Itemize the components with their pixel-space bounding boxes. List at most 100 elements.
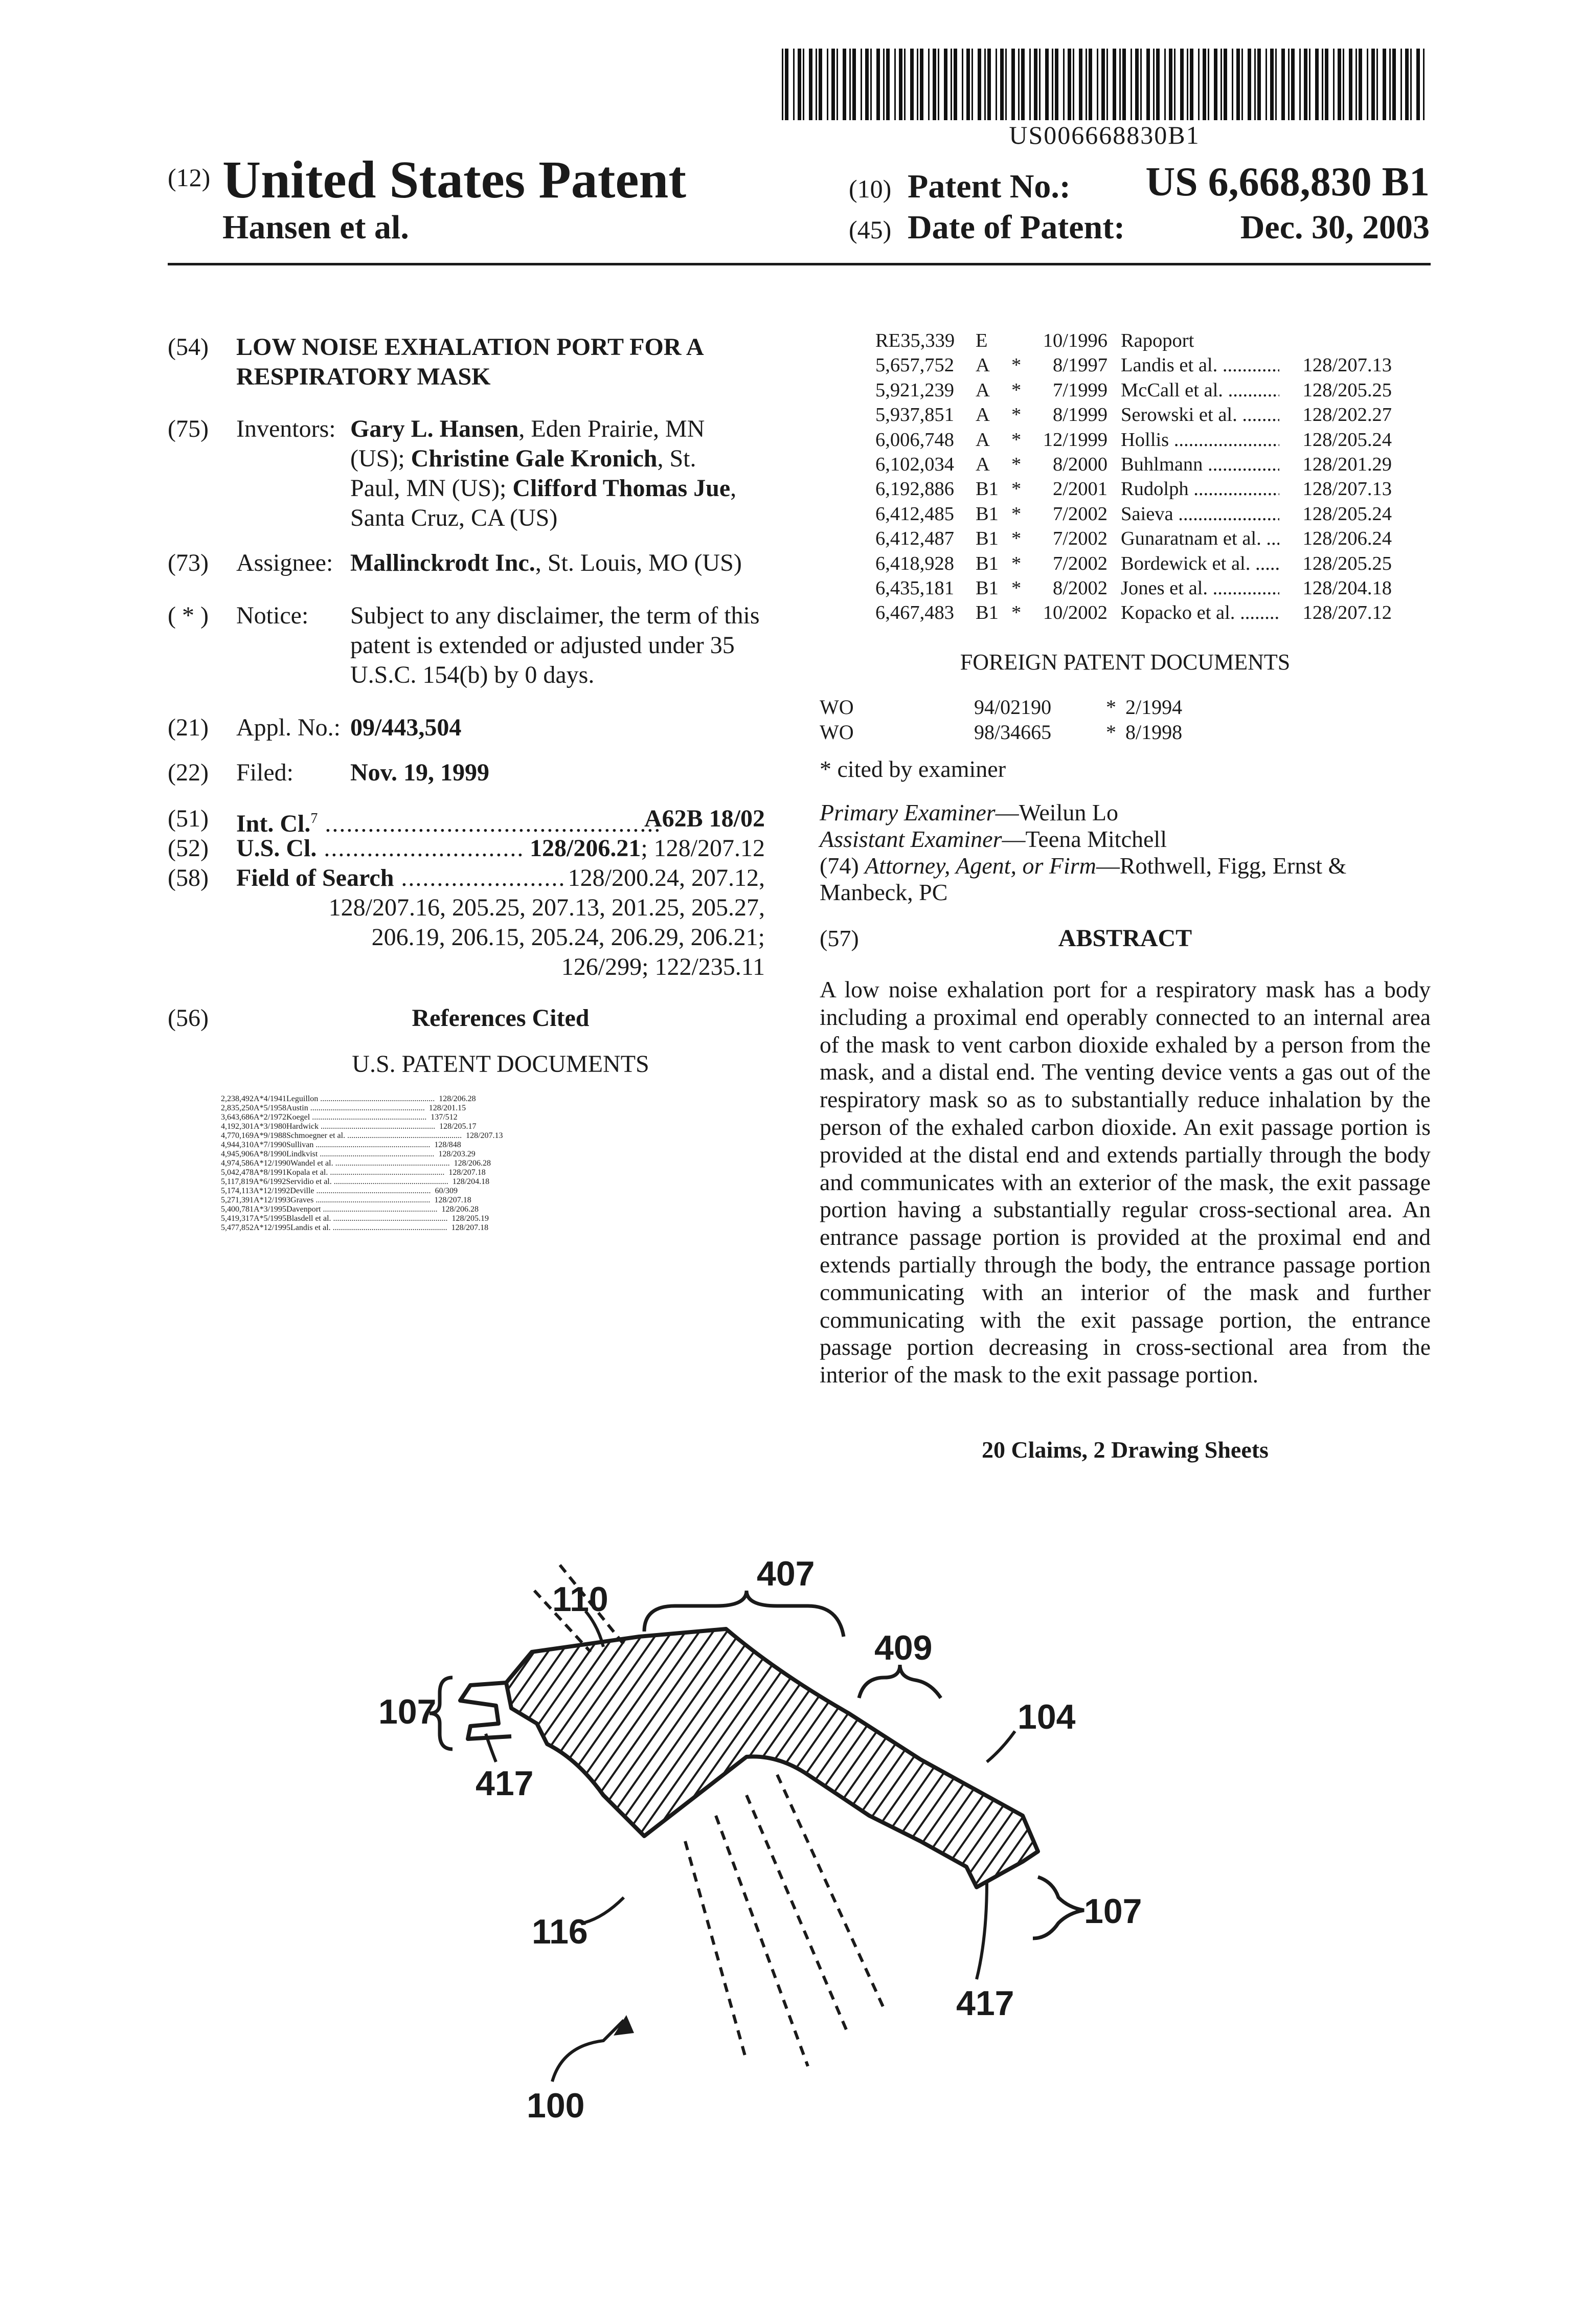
barcode-bar [966,49,970,120]
barcode-bar [1086,49,1087,120]
citation-name: Hardwick [286,1122,435,1131]
citation-name: Saieva [1121,502,1279,526]
barcode-bar [1011,49,1015,120]
notice-line-2: patent is extended or adjusted under 35 [350,632,735,659]
barcode-bar [1146,49,1150,120]
barcode-bar [962,49,963,120]
barcode-bar [910,49,914,120]
foreign-date: 2/1994 [1125,696,1183,719]
kind-code: B1 [976,503,999,525]
field-of-search-value-4: 126/299; 122/235.11 [561,953,765,980]
barcode-bar [1180,49,1184,120]
citation-name: Rudolph [1121,477,1279,501]
barcode-bar [1291,49,1295,120]
claims-summary: 20 Claims, 2 Drawing Sheets [982,1437,1269,1463]
patent-number: 4,192,301 [221,1122,254,1131]
document-type: United States Patent [222,150,687,209]
kind-code: A [254,1214,260,1223]
barcode-bar [894,49,896,120]
citation-class: 128/201.15 [424,1104,466,1112]
date-of-patent: Dec. 30, 2003 [1240,209,1430,246]
citation-date: 8/2002 [1053,577,1108,599]
patent-number: 6,467,483 [875,602,954,624]
inventors-line-4: Santa Cruz, CA (US) [350,504,558,531]
examiner-star: * [1011,503,1022,525]
us-cl-secondary: ; 128/207.12 [641,835,765,862]
barcode-bar [1063,49,1065,120]
barcode-bar [1416,49,1420,120]
citation-row: 5,400,781A*3/1995Davenport128/206.28 [221,1205,773,1214]
citation-class: 128/205.17 [435,1122,477,1131]
citation-date: 9/1988 [263,1131,287,1140]
barcode-bar [1359,49,1362,120]
barcode-bar [861,49,862,120]
abstract-code: (57) [820,925,859,951]
foreign-number: 98/34665 [974,721,1052,744]
citation-name: McCall et al. [1121,378,1279,403]
foreign-star: * [1106,721,1116,744]
examiner-star: * [259,1094,264,1103]
int-cl-line: Int. Cl.7 ..............................… [236,804,661,839]
barcode-bar [1299,49,1301,120]
examiner-star: * [259,1205,264,1214]
notice-label: Notice: [236,602,309,629]
citation-row: 5,117,819A*6/1992Servidio et al.128/204.… [221,1177,773,1187]
inventor-name: Gary L. Hansen [350,415,519,442]
citation-date: 10/2002 [1043,602,1108,624]
kind-code: A [254,1104,260,1112]
citation-row: 5,042,478A*8/1991Kopala et al.128/207.18 [221,1168,773,1177]
barcode-bar [1333,49,1335,120]
citation-row: 2,238,492A*4/1941Leguillon128/206.28 [221,1094,773,1104]
barcode-bar [1029,49,1031,120]
inventor-prefix: Paul, MN (US); [350,475,513,502]
notice-line-1: Subject to any disclaimer, the term of t… [350,602,760,629]
kind-code: A [254,1141,260,1149]
barcode-bar [951,49,952,120]
barcode-bar [1281,49,1285,120]
kind-code: B1 [976,552,999,574]
barcode-bar [1164,49,1166,120]
header-rule [168,263,1431,265]
examiner-star: * [259,1177,263,1186]
patent-number: 6,192,886 [875,478,954,500]
citation-row: 2,835,250A*5/1958Austin128/201.15 [221,1104,773,1113]
patent-number: 5,937,851 [875,404,954,426]
title-line-1: LOW NOISE EXHALATION PORT FOR A [236,333,704,361]
citation-date: 8/1997 [1053,354,1108,376]
citation-class: 128/205.25 [1279,551,1392,576]
kind-code: A [254,1205,260,1214]
examiner-star: * [259,1214,264,1223]
field-of-search-label: Field of Search [236,864,394,891]
label-100: 100 [527,2086,584,2125]
barcode-bar [1203,49,1206,120]
kind-code: A [976,379,990,401]
patent-number: 5,477,852 [221,1223,254,1232]
barcode-bar [1068,49,1071,120]
barcode-bar [954,49,957,120]
barcode-bar [1208,49,1209,120]
citation-class: 128/206.28 [449,1159,491,1168]
citation-name: Serowski et al. [1121,403,1279,427]
field-of-search-value-3: 206.19, 206.15, 205.24, 206.29, 206.21; [371,924,765,951]
citation-row: 4,974,586A*12/1990Wandel et al.128/206.2… [221,1159,773,1168]
barcode-bar [1236,49,1240,120]
examiner-star: * [259,1159,264,1168]
kind-code: A [254,1159,260,1168]
barcode-bar [809,49,812,120]
assignee: Mallinckrodt Inc., St. Louis, MO (US) [350,548,742,578]
barcode-bar [1248,49,1251,120]
barcode-bar [1187,49,1188,120]
barcode-bar [1034,49,1037,120]
barcode-bar [1153,49,1155,120]
citation-class: 128/207.13 [1279,477,1392,502]
kind-code: A [254,1196,260,1204]
patent-number: 2,835,250 [221,1104,254,1112]
primary-examiner-label: Primary Examiner [820,799,996,825]
barcode-bar [1423,49,1425,120]
barcode-bar [944,49,947,120]
patent-number: 2,238,492 [221,1094,254,1103]
barcode-bar [1257,49,1261,120]
examiner-star: * [259,1168,264,1177]
citation-date: 6/1992 [263,1177,286,1186]
citation-row: 5,174,113A*12/1992Deville60/309 [221,1187,773,1196]
